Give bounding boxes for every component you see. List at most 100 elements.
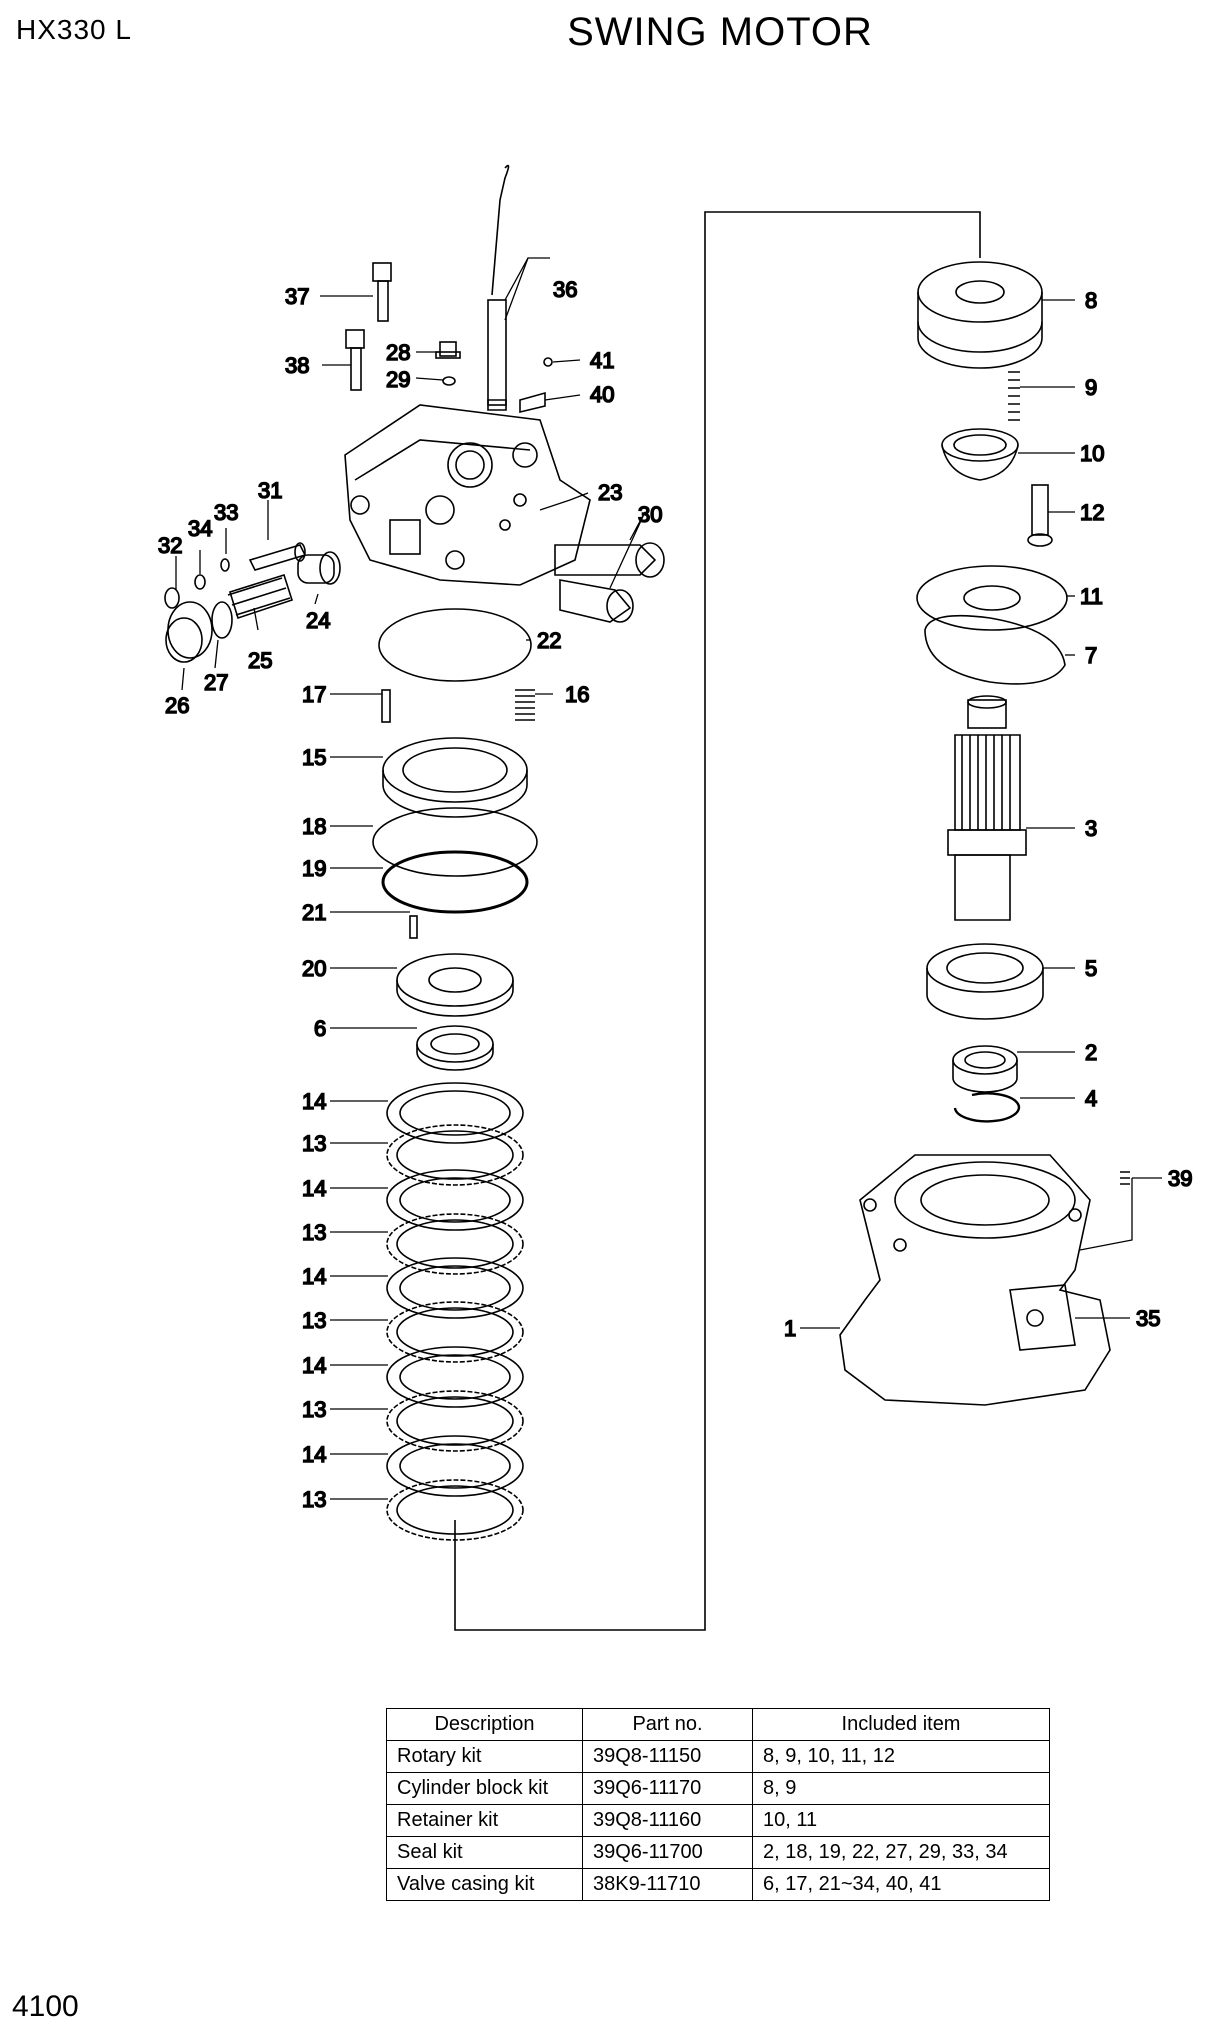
callout-14c: 14 [302,1264,326,1289]
page-title: SWING MOTOR [567,10,873,54]
casing-1-drawing [839,1154,1111,1406]
kit-description: Valve casing kit [386,1868,583,1901]
retainer-plate-11-drawing [916,565,1068,631]
kit-description: Retainer kit [386,1804,583,1837]
callout-35: 35 [1136,1306,1160,1331]
callout-13c: 13 [302,1308,326,1333]
oring-22-drawing [378,608,532,682]
callout-12: 12 [1080,500,1104,525]
kit-included: 10, 11 [752,1804,1050,1837]
callout-37: 37 [285,284,309,309]
col-description: Description [386,1708,583,1741]
friction-plates-drawing [386,1082,524,1541]
plug-39-drawing [1120,1171,1130,1185]
connector-line [454,211,981,1631]
bearing-5-drawing [926,943,1044,1020]
callout-36: 36 [553,277,577,302]
callout-38: 38 [285,353,309,378]
callout-41: 41 [590,348,614,373]
callout-18: 18 [302,814,326,839]
callout-19: 19 [302,856,326,881]
callout-6: 6 [314,1016,326,1041]
table-row: Seal kit 39Q6-11700 2, 18, 19, 22, 27, 2… [386,1836,1050,1869]
side-valve-parts-drawing [164,542,341,663]
callout-31: 31 [258,478,282,503]
callout-14d: 14 [302,1353,326,1378]
callout-13d: 13 [302,1397,326,1422]
shaft-3-drawing [947,695,1027,921]
table-row: Valve casing kit 38K9-11710 6, 17, 21~34… [386,1868,1050,1901]
valve-plate-20-drawing [396,953,514,1017]
kit-included: 2, 18, 19, 22, 27, 29, 33, 34 [752,1836,1050,1869]
callout-4: 4 [1085,1086,1097,1111]
table-row: Retainer kit 39Q8-11160 10, 11 [386,1804,1050,1837]
leader-lines [175,257,1162,1500]
callout-3: 3 [1085,816,1097,841]
level-gauge-drawing [487,164,510,411]
callout-29: 29 [386,367,410,392]
callout-20: 20 [302,956,326,981]
callout-9: 9 [1085,375,1097,400]
callout-26: 26 [165,693,189,718]
kit-description: Rotary kit [386,1740,583,1773]
snap-ring-4-drawing [953,1092,1021,1123]
callout-22: 22 [537,628,561,653]
cylinder-block-8-drawing [917,261,1043,369]
callout-13b: 13 [302,1220,326,1245]
kit-description: Cylinder block kit [386,1772,583,1805]
oring-18-drawing [372,807,538,877]
callout-5: 5 [1085,956,1097,981]
callout-27: 27 [204,670,228,695]
table-row: Cylinder block kit 39Q6-11170 8, 9 [386,1772,1050,1805]
model-label: HX330 L [16,14,132,45]
callout-8: 8 [1085,288,1097,313]
shoe-plate-7-drawing [924,614,1066,685]
callout-7: 7 [1085,643,1097,668]
kit-part-no: 39Q6-11170 [582,1772,753,1805]
callout-32: 32 [158,533,182,558]
callout-21: 21 [302,900,326,925]
kit-description: Seal kit [386,1836,583,1869]
callout-23: 23 [598,480,622,505]
kit-table-header: Description Part no. Included item [386,1708,1050,1741]
callout-40: 40 [590,382,614,407]
plug-and-orings-drawing [435,341,553,414]
callout-13a: 13 [302,1131,326,1156]
kit-part-no: 38K9-11710 [582,1868,753,1901]
retainer-plate-15-drawing [382,737,528,818]
callout-24: 24 [306,608,330,633]
table-row: Rotary kit 39Q8-11150 8, 9, 10, 11, 12 [386,1740,1050,1773]
callout-16: 16 [565,682,589,707]
bushing-2-drawing [952,1045,1018,1093]
callout-14e: 14 [302,1442,326,1467]
callout-11: 11 [1080,584,1103,609]
kit-table: Description Part no. Included item Rotar… [386,1708,1050,1901]
kit-included: 8, 9, 10, 11, 12 [752,1740,1050,1773]
callout-34: 34 [188,516,212,541]
kit-included: 8, 9 [752,1772,1050,1805]
callout-30: 30 [638,502,662,527]
callout-15: 15 [302,745,326,770]
callout-25: 25 [248,648,272,673]
page-number: 4100 [12,1990,79,2023]
kit-part-no: 39Q8-11160 [582,1804,753,1837]
kit-part-no: 39Q6-11700 [582,1836,753,1869]
bearing-6-drawing [416,1025,494,1071]
callout-2: 2 [1085,1040,1097,1065]
callout-1: 1 [784,1316,796,1341]
socket-bolts-drawing [345,262,392,391]
callout-17: 17 [302,682,326,707]
col-part-no: Part no. [582,1708,753,1741]
callout-13e: 13 [302,1487,326,1512]
callout-39: 39 [1168,1166,1192,1191]
callout-33: 33 [214,500,238,525]
callout-28: 28 [386,340,410,365]
callout-14b: 14 [302,1176,326,1201]
col-included-item: Included item [752,1708,1050,1741]
spring-and-pin-drawing [381,689,535,723]
kit-included: 6, 17, 21~34, 40, 41 [752,1868,1050,1901]
pin-21-drawing [409,915,418,939]
oring-19-drawing [381,850,529,914]
callout-10: 10 [1080,441,1104,466]
